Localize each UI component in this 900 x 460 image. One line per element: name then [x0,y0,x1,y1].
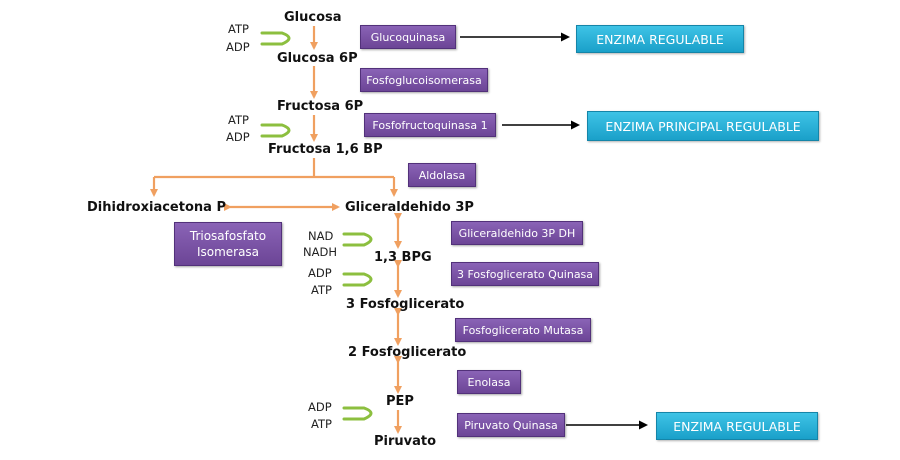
enzyme-enolasa: Enolasa [457,370,521,394]
cofactor-arrows [260,31,373,421]
metabolite-gliceraldehido-3p: Gliceraldehido 3P [345,200,474,215]
enzyme-glucoquinasa: Glucoquinasa [360,25,456,49]
regulation-glucoquinasa: ENZIMA REGULABLE [576,25,744,53]
metabolite-glucosa-6p: Glucosa 6P [277,51,358,66]
cofactor-step6-in: NAD [308,229,334,243]
cofactor-step1-out: ADP [226,40,250,54]
metabolite-3-fosfoglicerato: 3 Fosfoglicerato [346,297,465,312]
cofactor-arrow-step10 [342,406,373,421]
metabolite-glucosa: Glucosa [284,10,342,25]
cofactor-step3-in: ATP [228,113,249,127]
regulation-links [460,32,648,430]
metabolite-13-bpg: 1,3 BPG [374,250,432,265]
enzyme-fosfofructoquinasa: Fosfofructoquinasa 1 [364,113,496,137]
metabolite-fructosa-16bp: Fructosa 1,6 BP [268,142,383,157]
regulation-fosfofructoquinasa: ENZIMA PRINCIPAL REGULABLE [587,111,819,141]
cofactor-step10-out: ATP [311,417,332,431]
metabolite-2-fosfoglicerato: 2 Fosfoglicerato [348,345,467,360]
metabolite-pep: PEP [386,394,414,409]
cofactor-step6-out: NADH [303,245,337,259]
metabolite-dihidroxiacetona-p: Dihidroxiacetona P [87,200,226,215]
enzyme-fosfoglucoisomerasa: Fosfoglucoisomerasa [360,68,488,92]
enzyme-triosafosfato-isomerasa: Triosafosfato Isomerasa [174,222,282,266]
enzyme-piruvato-quinasa: Piruvato Quinasa [457,413,565,437]
cofactor-arrow-step3 [260,123,291,138]
metabolite-piruvato: Piruvato [374,434,437,449]
cofactor-step7-in: ADP [308,266,332,280]
cofactor-step10-in: ADP [308,400,332,414]
metabolite-fructosa-6p: Fructosa 6P [277,99,364,114]
enzyme-aldolasa: Aldolasa [408,163,476,187]
enzyme-fosfoglicerato-mutasa: Fosfoglicerato Mutasa [455,318,591,342]
cofactor-step3-out: ADP [226,130,250,144]
enzyme-fosfoglicerato-quinasa: 3 Fosfoglicerato Quinasa [451,262,599,286]
cofactor-arrow-step1 [260,31,291,46]
cofactor-step1-in: ATP [228,22,249,36]
cofactor-step7-out: ATP [311,283,332,297]
enzyme-gliceraldehido-3p-dh: Gliceraldehido 3P DH [451,221,583,245]
regulation-piruvato-quinasa: ENZIMA REGULABLE [656,412,818,440]
cofactor-arrow-step6 [342,232,373,247]
pathway-arrows [150,26,402,434]
cofactor-arrow-step7 [342,272,373,287]
